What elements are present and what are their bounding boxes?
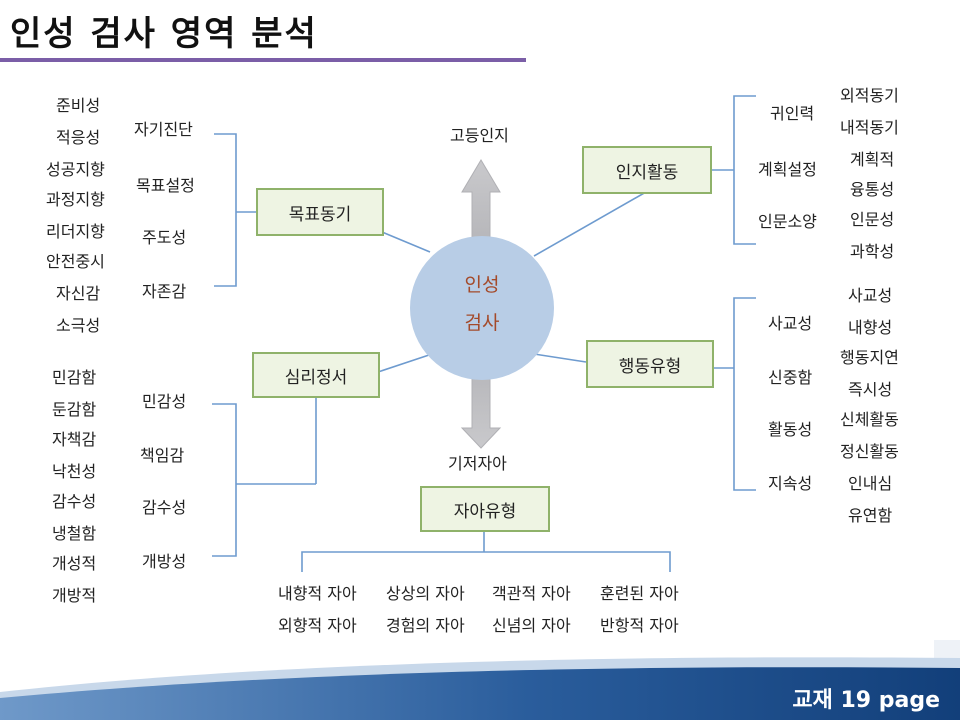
emotion-trait: 자책감 [52, 430, 97, 449]
self-type-item: 내향적 자아 [278, 584, 357, 603]
self-type-item: 외향적 자아 [278, 616, 357, 635]
self-type-item: 반항적 자아 [600, 616, 679, 635]
cognition-trait: 인문성 [850, 210, 895, 229]
behavior-branch: 활동성 [768, 420, 813, 439]
page-title: 인성 검사 영역 분석 [10, 14, 318, 54]
goal-branch: 목표설정 [136, 176, 195, 195]
self-type-item: 신념의 자아 [492, 616, 571, 635]
goal-branch: 자기진단 [134, 120, 193, 139]
emotion-branch: 책임감 [140, 446, 185, 465]
goal-trait: 자신감 [56, 284, 101, 303]
behavior-trait: 내향성 [848, 318, 893, 337]
title-underline [0, 58, 526, 62]
behavior-trait: 즉시성 [848, 380, 893, 399]
cognition-trait: 외적동기 [840, 86, 899, 105]
goal-branch: 주도성 [142, 228, 187, 247]
behavior-branch: 신중함 [768, 368, 813, 387]
self-type-item: 상상의 자아 [386, 584, 465, 603]
behavior-branch: 사교성 [768, 314, 813, 333]
box-cognitive-activity: 인지활동 [582, 146, 712, 194]
emotion-trait: 냉철함 [52, 524, 97, 543]
behavior-trait: 행동지연 [840, 348, 899, 367]
goal-trait: 소극성 [56, 316, 101, 335]
emotion-trait: 감수성 [52, 492, 97, 511]
center-label-line1: 인성 [464, 274, 500, 296]
footer-wave [0, 640, 960, 720]
goal-trait: 안전중시 [46, 252, 105, 271]
box-behavior-type: 행동유형 [586, 340, 714, 388]
goal-trait: 적응성 [56, 128, 101, 147]
emotion-trait: 낙천성 [52, 462, 97, 481]
self-type-item: 경험의 자아 [386, 616, 465, 635]
cognition-trait: 융통성 [850, 180, 895, 199]
emotion-branch: 민감성 [142, 392, 187, 411]
box-self-type: 자아유형 [420, 486, 550, 532]
cognition-branch: 인문소양 [758, 212, 817, 231]
cognition-branch: 계획설정 [758, 160, 817, 179]
behavior-trait: 인내심 [848, 474, 893, 493]
emotion-trait: 민감함 [52, 368, 97, 387]
emotion-branch: 개방성 [142, 552, 187, 571]
axis-bottom-label: 기저자아 [448, 454, 507, 473]
axis-top-label: 고등인지 [450, 126, 509, 145]
goal-trait: 과정지향 [46, 190, 105, 209]
center-label-line2: 검사 [464, 312, 500, 334]
emotion-trait: 개방적 [52, 586, 97, 605]
box-psych-emotion: 심리정서 [252, 352, 380, 398]
cognition-trait: 계획적 [850, 150, 895, 169]
emotion-branch: 감수성 [142, 498, 187, 517]
goal-trait: 준비성 [56, 96, 101, 115]
goal-branch: 자존감 [142, 282, 187, 301]
behavior-trait: 유연함 [848, 506, 893, 525]
box-goal-motivation: 목표동기 [256, 188, 384, 236]
behavior-trait: 정신활동 [840, 442, 899, 461]
footer-page-label: 교재 19 page [792, 688, 940, 713]
emotion-trait: 개성적 [52, 554, 97, 573]
center-circle [410, 236, 554, 380]
behavior-trait: 신체활동 [840, 410, 899, 429]
emotion-trait: 둔감함 [52, 400, 97, 419]
goal-trait: 리더지향 [46, 222, 105, 241]
behavior-branch: 지속성 [768, 474, 813, 493]
cognition-trait: 과학성 [850, 242, 895, 261]
cognition-trait: 내적동기 [840, 118, 899, 137]
self-type-item: 객관적 자아 [492, 584, 571, 603]
self-type-item: 훈련된 자아 [600, 584, 679, 603]
goal-trait: 성공지향 [46, 160, 105, 179]
behavior-trait: 사교성 [848, 286, 893, 305]
cognition-branch: 귀인력 [770, 104, 815, 123]
